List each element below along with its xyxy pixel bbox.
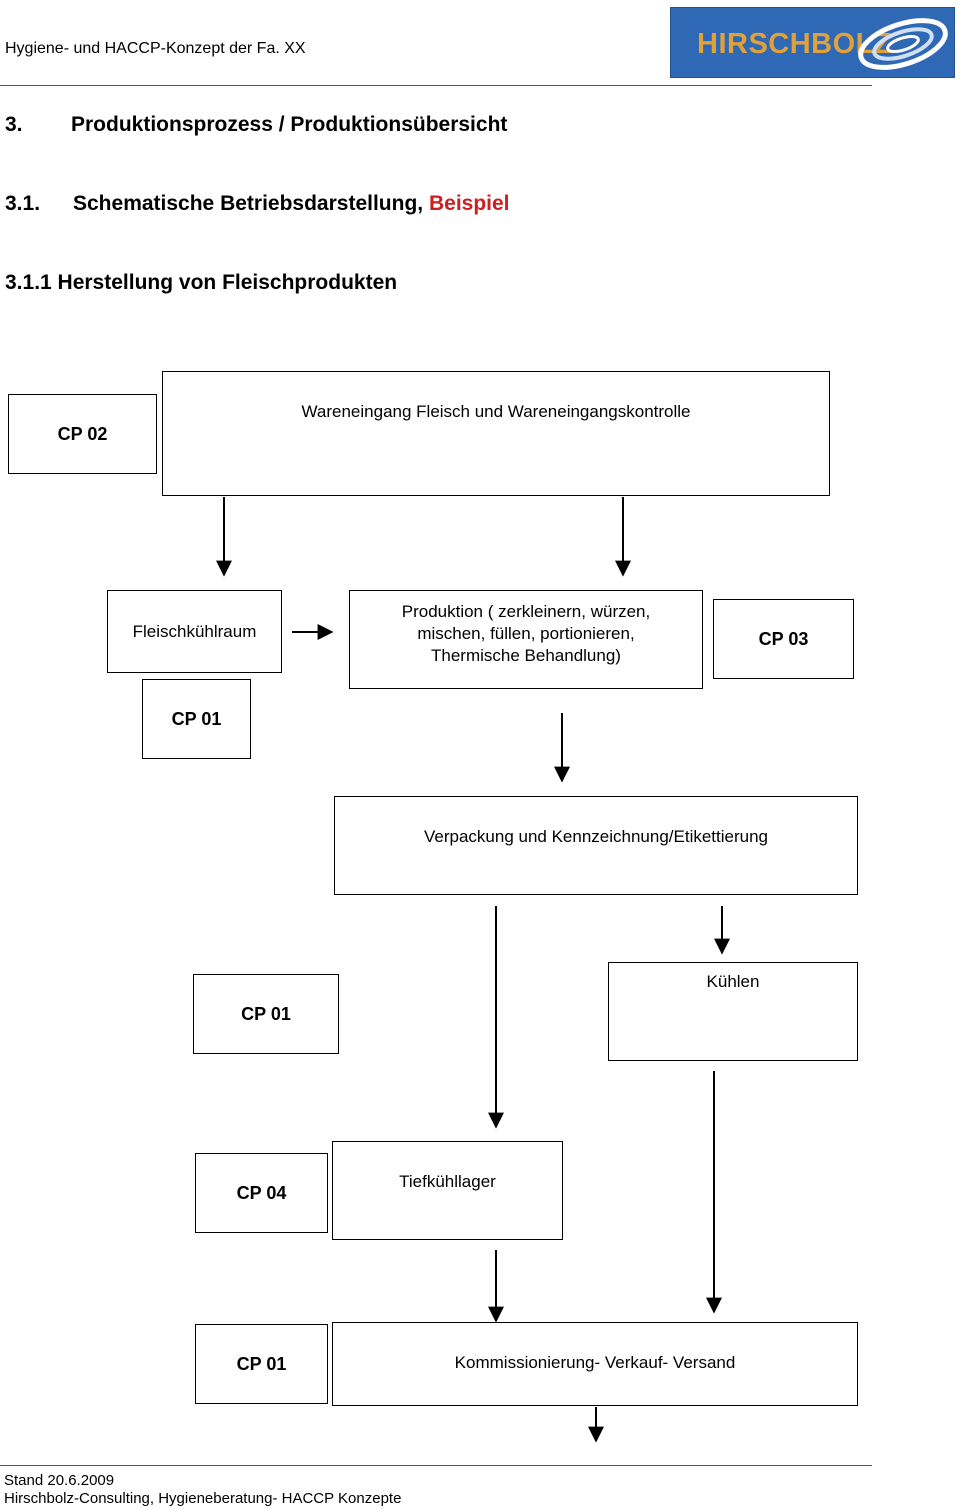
logo-swirl-icon — [858, 18, 948, 70]
section-title-2: Schematische Betriebsdarstellung, — [73, 192, 424, 215]
section-number-1: 3. — [5, 113, 23, 136]
box-kuehlen: Kühlen — [608, 962, 858, 1061]
cp-box-tiefkuehl: CP 04 — [195, 1153, 328, 1233]
box-kommissionierung: Kommissionierung- Verkauf- Versand — [332, 1322, 858, 1406]
produktion-line-3: Thermische Behandlung) — [431, 646, 621, 665]
section-heading-2: 3.1. Schematische Betriebsdarstellung, Be… — [5, 192, 510, 216]
footer-rule — [0, 1465, 872, 1466]
cp-box-kuehlraum: CP 01 — [142, 679, 251, 759]
section-heading-3: 3.1.1 Herstellung von Fleischprodukten — [5, 271, 398, 294]
box-verpackung: Verpackung und Kennzeichnung/Etikettieru… — [334, 796, 858, 895]
footer-stand: Stand 20.6.2009 — [4, 1472, 115, 1489]
box-produktion: Produktion ( zerkleinern, würzen, mische… — [349, 590, 703, 689]
footer-company: Hirschbolz-Consulting, Hygieneberatung- … — [4, 1490, 402, 1507]
box-fleischkuehlraum: Fleischkühlraum — [107, 590, 282, 673]
section-title-1: Produktionsprozess / Produktionsübersich… — [71, 113, 508, 136]
document-header-title: Hygiene- und HACCP-Konzept der Fa. XX — [5, 40, 306, 57]
section-highlight: Beispiel — [428, 192, 510, 215]
company-logo: HIRSCHBOLZ — [670, 7, 955, 78]
box-tiefkuehllager: Tiefkühllager — [332, 1141, 563, 1240]
cp-box-produktion: CP 03 — [713, 599, 854, 679]
section-number-2: 3.1. — [5, 192, 41, 215]
produktion-line-1: Produktion ( zerkleinern, würzen, — [401, 602, 651, 621]
header-rule — [0, 85, 872, 86]
produktion-line-2: mischen, füllen, portionieren, — [417, 624, 635, 643]
cp-box-kommission: CP 01 — [195, 1324, 328, 1404]
cp-box-wareneingang: CP 02 — [8, 394, 157, 474]
box-wareneingang: Wareneingang Fleisch und Wareneingangsko… — [162, 371, 830, 496]
cp-box-verpackung: CP 01 — [193, 974, 339, 1054]
section-heading-1: 3. Produktionsprozess / Produktionsübersi… — [5, 113, 507, 137]
